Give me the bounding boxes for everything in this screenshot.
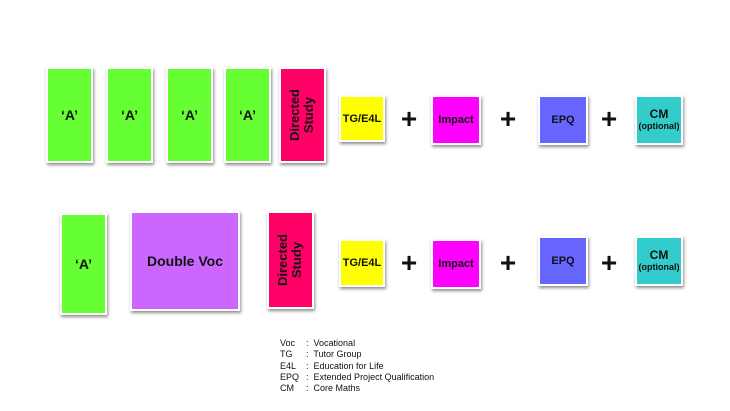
legend-row: Voc: Vocational bbox=[280, 338, 356, 348]
impact-label: Impact bbox=[438, 114, 474, 126]
a-level-box-row2: ‘A’ bbox=[60, 213, 107, 315]
impact-box-row2: Impact bbox=[431, 239, 481, 289]
cm-optional-label: (optional) bbox=[638, 262, 680, 272]
epq-box-row2: EPQ bbox=[538, 236, 588, 286]
tg-e4l-label: TG/E4L bbox=[342, 257, 382, 269]
double-voc-box: Double Voc bbox=[130, 211, 240, 311]
cm-label: CM bbox=[649, 248, 669, 262]
epq-label: EPQ bbox=[551, 114, 575, 126]
plus-sign: + bbox=[600, 103, 618, 134]
cm-box: CM (optional) bbox=[635, 95, 683, 145]
a-level-label: ‘A’ bbox=[120, 107, 139, 123]
cm-label: CM bbox=[649, 107, 669, 121]
a-level-label: ‘A’ bbox=[60, 107, 79, 123]
a-level-box-4: ‘A’ bbox=[224, 67, 271, 163]
legend-row: E4L: Education for Life bbox=[280, 360, 384, 371]
tg-e4l-box: TG/E4L bbox=[339, 95, 385, 142]
a-level-label: ‘A’ bbox=[238, 107, 257, 123]
plus-sign: + bbox=[400, 247, 418, 278]
epq-box: EPQ bbox=[538, 95, 588, 145]
a-level-box-3: ‘A’ bbox=[166, 67, 213, 163]
impact-label: Impact bbox=[438, 258, 474, 270]
plus-sign: + bbox=[499, 103, 517, 134]
cm-box-row2: CM (optional) bbox=[635, 236, 683, 286]
plus-sign: + bbox=[499, 247, 517, 278]
epq-label: EPQ bbox=[551, 255, 575, 267]
impact-box: Impact bbox=[431, 95, 481, 145]
a-level-box-1: ‘A’ bbox=[46, 67, 93, 163]
legend-row: EPQ: Extended Project Qualification bbox=[280, 371, 435, 382]
double-voc-label: Double Voc bbox=[147, 253, 223, 269]
plus-sign: + bbox=[400, 103, 418, 134]
plus-sign: + bbox=[600, 247, 618, 278]
a-level-label: ‘A’ bbox=[180, 107, 199, 123]
tg-e4l-label: TG/E4L bbox=[342, 112, 382, 125]
abbreviation-legend: Voc: Vocational TG: Tutor Group E4L: Edu… bbox=[280, 338, 434, 394]
a-level-box-2: ‘A’ bbox=[106, 67, 153, 163]
legend-row: TG: Tutor Group bbox=[280, 349, 362, 360]
legend-row: CM: Core Maths bbox=[280, 383, 361, 394]
cm-optional-label: (optional) bbox=[638, 121, 680, 131]
tg-e4l-box-row2: TG/E4L bbox=[339, 239, 385, 287]
a-level-label: ‘A’ bbox=[74, 256, 93, 272]
